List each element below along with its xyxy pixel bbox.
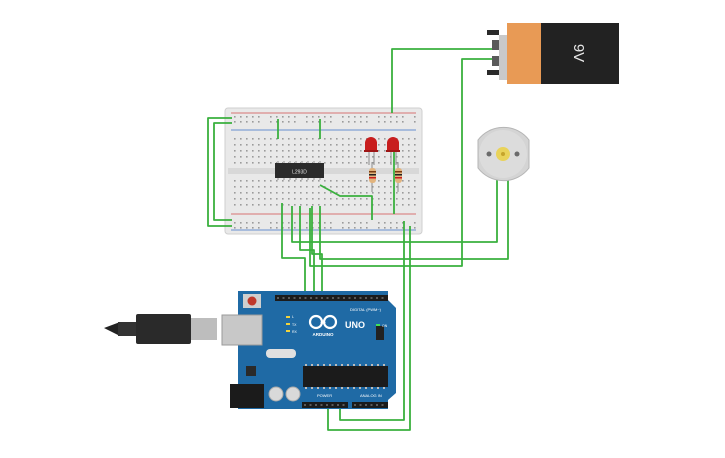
digital-header-label: DIGITAL (PWM~) xyxy=(350,307,382,312)
wire-d-pin-b xyxy=(299,206,315,295)
wire-battery-black xyxy=(309,58,494,267)
tx-led-label: TX xyxy=(292,323,297,327)
power-header-label: POWER xyxy=(317,393,332,398)
wire-left-rail xyxy=(207,117,232,227)
arduino-brand: ARDUINO xyxy=(313,332,334,337)
wire-d-pin-a xyxy=(281,203,306,295)
battery-label: 9V xyxy=(570,44,587,62)
wire-left-rail-2 xyxy=(213,122,232,221)
l293d-chip[interactable]: L293D xyxy=(275,161,324,180)
wire-motor-2 xyxy=(319,175,509,260)
infinity-logo-icon xyxy=(308,314,338,330)
resistor-2[interactable] xyxy=(395,162,402,192)
wire-motor-1 xyxy=(291,175,498,243)
wire-chip-led xyxy=(319,184,373,220)
wire-5v xyxy=(339,221,405,421)
led-1[interactable] xyxy=(364,137,378,165)
led-2[interactable] xyxy=(386,137,400,165)
l-led-label: L xyxy=(292,315,294,319)
arduino-model: UNO xyxy=(345,320,365,330)
wires xyxy=(207,48,509,431)
svg-text:−+: −+ xyxy=(320,320,326,326)
battery-9v[interactable]: 9V xyxy=(487,23,619,84)
usb-cable-icon[interactable] xyxy=(104,314,217,344)
resistor-1[interactable] xyxy=(369,162,376,192)
rx-led-label: RX xyxy=(292,330,298,334)
chip-label: L293D xyxy=(292,170,307,176)
wire-d-pin-c xyxy=(311,206,323,295)
arduino-uno[interactable]: −+ UNO ARDUINO DIGITAL (PWM~) POWER ANAL… xyxy=(221,291,396,409)
wire-battery-red xyxy=(391,48,494,113)
dc-motor[interactable] xyxy=(477,126,530,182)
on-led-label: ON xyxy=(382,324,388,328)
wire-gnd xyxy=(327,226,411,431)
analog-header-label: ANALOG IN xyxy=(360,393,382,398)
